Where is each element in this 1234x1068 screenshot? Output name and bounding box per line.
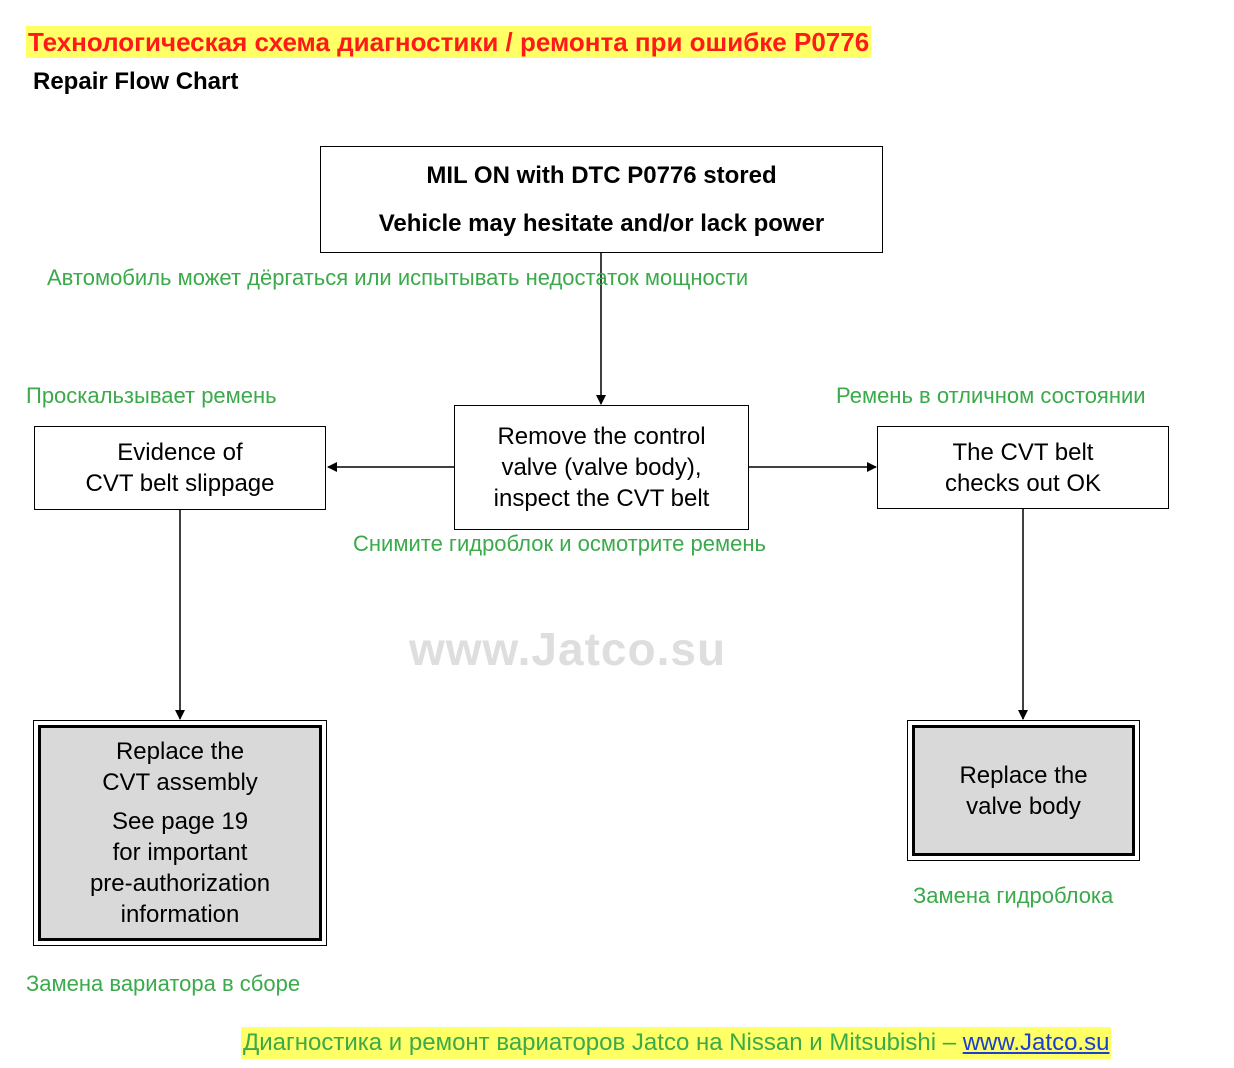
- node-inspect-line1: Remove the control: [497, 423, 706, 450]
- page-title-en: Repair Flow Chart: [33, 68, 239, 95]
- node-start-line2: Vehicle may hesitate and/or lack power: [378, 209, 825, 237]
- page-title-ru: Технологическая схема диагностики / ремо…: [26, 26, 872, 58]
- node-belt-ok: The CVT belt checks out OK: [877, 426, 1169, 509]
- watermark: www.Jatco.su: [409, 623, 727, 675]
- node-inspect-line3: inspect the CVT belt: [493, 485, 710, 512]
- node-replace-valve-body-line2: valve body: [966, 792, 1081, 820]
- node-slippage: Evidence of CVT belt slippage: [34, 426, 326, 510]
- footer: Диагностика и ремонт вариаторов Jatco на…: [241, 1027, 1112, 1059]
- node-belt-ok-line1: The CVT belt: [952, 438, 1094, 466]
- footer-text: Диагностика и ремонт вариаторов Jatco на…: [243, 1029, 963, 1056]
- node-replace-cvt-line4: for important: [112, 839, 248, 866]
- node-replace-cvt-line3: See page 19: [111, 808, 249, 835]
- node-replace-cvt-line5: pre-authorization: [89, 870, 271, 897]
- node-slippage-label-ru: Проскальзывает ремень: [26, 383, 277, 408]
- node-replace-cvt-line1: Replace the: [115, 738, 245, 765]
- node-belt-ok-line2: checks out OK: [944, 469, 1102, 497]
- node-belt-ok-label-ru: Ремень в отличном состоянии: [836, 383, 1146, 408]
- node-replace-cvt-line2: CVT assembly: [102, 769, 258, 796]
- node-start: MIL ON with DTC P0776 stored Vehicle may…: [320, 146, 883, 253]
- node-inspect: Remove the control valve (valve body), i…: [454, 405, 749, 530]
- node-replace-cvt: Replace the CVT assembly See page 19 for…: [33, 720, 327, 946]
- node-slippage-line1: Evidence of: [117, 439, 243, 466]
- node-replace-valve-body-line1: Replace the: [959, 761, 1088, 789]
- node-inspect-label-ru: Снимите гидроблок и осмотрите ремень: [353, 531, 766, 556]
- node-replace-cvt-label-ru: Замена вариатора в сборе: [26, 971, 301, 996]
- footer-link[interactable]: www.Jatco.su: [962, 1029, 1110, 1056]
- node-start-line1: MIL ON with DTC P0776 stored: [426, 161, 777, 189]
- node-slippage-line2: CVT belt slippage: [85, 470, 275, 497]
- node-start-label-ru: Автомобиль может дёргаться или испытыват…: [47, 265, 749, 290]
- node-replace-valve-body: Replace the valve body: [907, 720, 1140, 861]
- node-replace-valve-body-label-ru: Замена гидроблока: [913, 883, 1114, 908]
- node-replace-cvt-line6: information: [120, 901, 240, 928]
- node-inspect-line2: valve (valve body),: [501, 454, 702, 481]
